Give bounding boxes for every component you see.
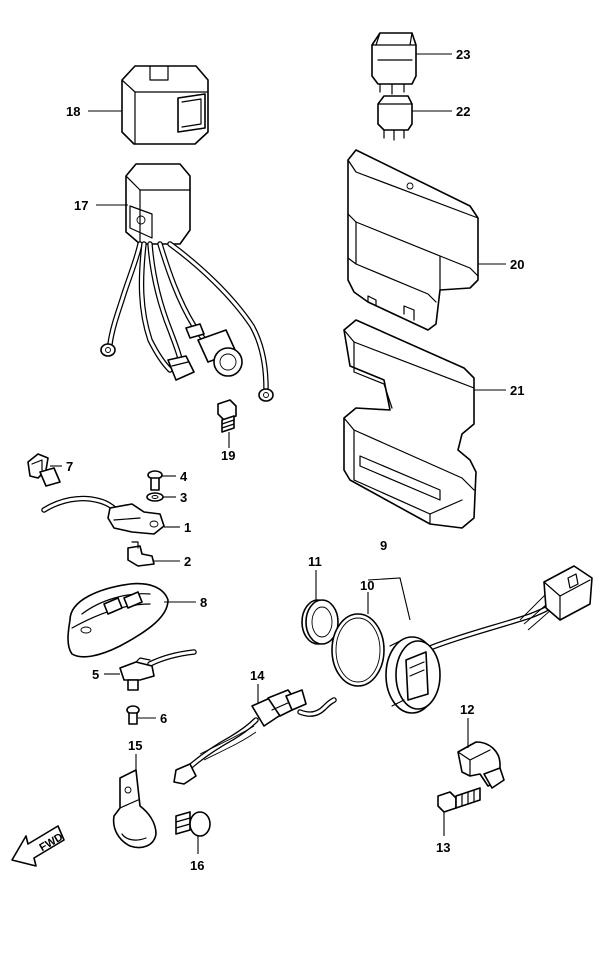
callout-15: 15 <box>128 738 142 753</box>
callout-16: 16 <box>190 858 204 873</box>
part-5-sensor <box>119 649 197 691</box>
callout-20: 20 <box>510 257 524 272</box>
part-4-screw <box>147 470 163 491</box>
part-18-cover <box>121 65 209 145</box>
part-11-ring-nut <box>301 599 339 645</box>
part-6-screw <box>126 705 140 725</box>
part-20-ecu <box>347 149 479 331</box>
callout-4: 4 <box>180 469 188 484</box>
part-9-socket-harness <box>385 565 593 714</box>
part-22-relay <box>377 95 413 141</box>
callouts: 23 22 18 17 20 21 19 7 4 3 1 2 8 5 6 9 1… <box>66 47 524 873</box>
callout-1: 1 <box>184 520 191 535</box>
callout-22: 22 <box>456 104 470 119</box>
part-12-clamp <box>457 741 505 789</box>
callout-21: 21 <box>510 383 524 398</box>
callout-3: 3 <box>180 490 187 505</box>
part-16-screw <box>175 811 211 837</box>
callout-14: 14 <box>250 668 265 683</box>
callout-6: 6 <box>160 711 167 726</box>
callout-2: 2 <box>184 554 191 569</box>
part-14-harness <box>173 689 337 785</box>
callout-23: 23 <box>456 47 470 62</box>
callout-12: 12 <box>460 702 474 717</box>
callout-18: 18 <box>66 104 80 119</box>
part-1-sensor <box>41 495 165 535</box>
fwd-label: FWD <box>38 831 66 854</box>
callout-5: 5 <box>92 667 99 682</box>
callout-19: 19 <box>221 448 235 463</box>
callout-13: 13 <box>436 840 450 855</box>
callout-11: 11 <box>308 554 322 569</box>
part-19-bolt <box>217 399 237 433</box>
part-13-bolt <box>437 787 481 813</box>
part-10-o-ring <box>331 613 385 687</box>
fwd-arrow: FWD <box>11 825 66 867</box>
part-3-washer <box>146 492 164 502</box>
part-2-pin <box>127 541 155 567</box>
part-7-clamp <box>27 453 61 487</box>
part-23-relay <box>371 32 417 95</box>
part-15-clip <box>112 769 157 849</box>
callout-17: 17 <box>74 198 88 213</box>
callout-10: 10 <box>360 578 374 593</box>
callout-7: 7 <box>66 459 73 474</box>
part-21-rubber-cover <box>343 319 477 529</box>
leader-lines <box>50 53 506 854</box>
part-17-module-harness <box>100 163 274 402</box>
part-8-plate <box>67 582 169 658</box>
callout-9: 9 <box>380 538 387 553</box>
callout-8: 8 <box>200 595 207 610</box>
